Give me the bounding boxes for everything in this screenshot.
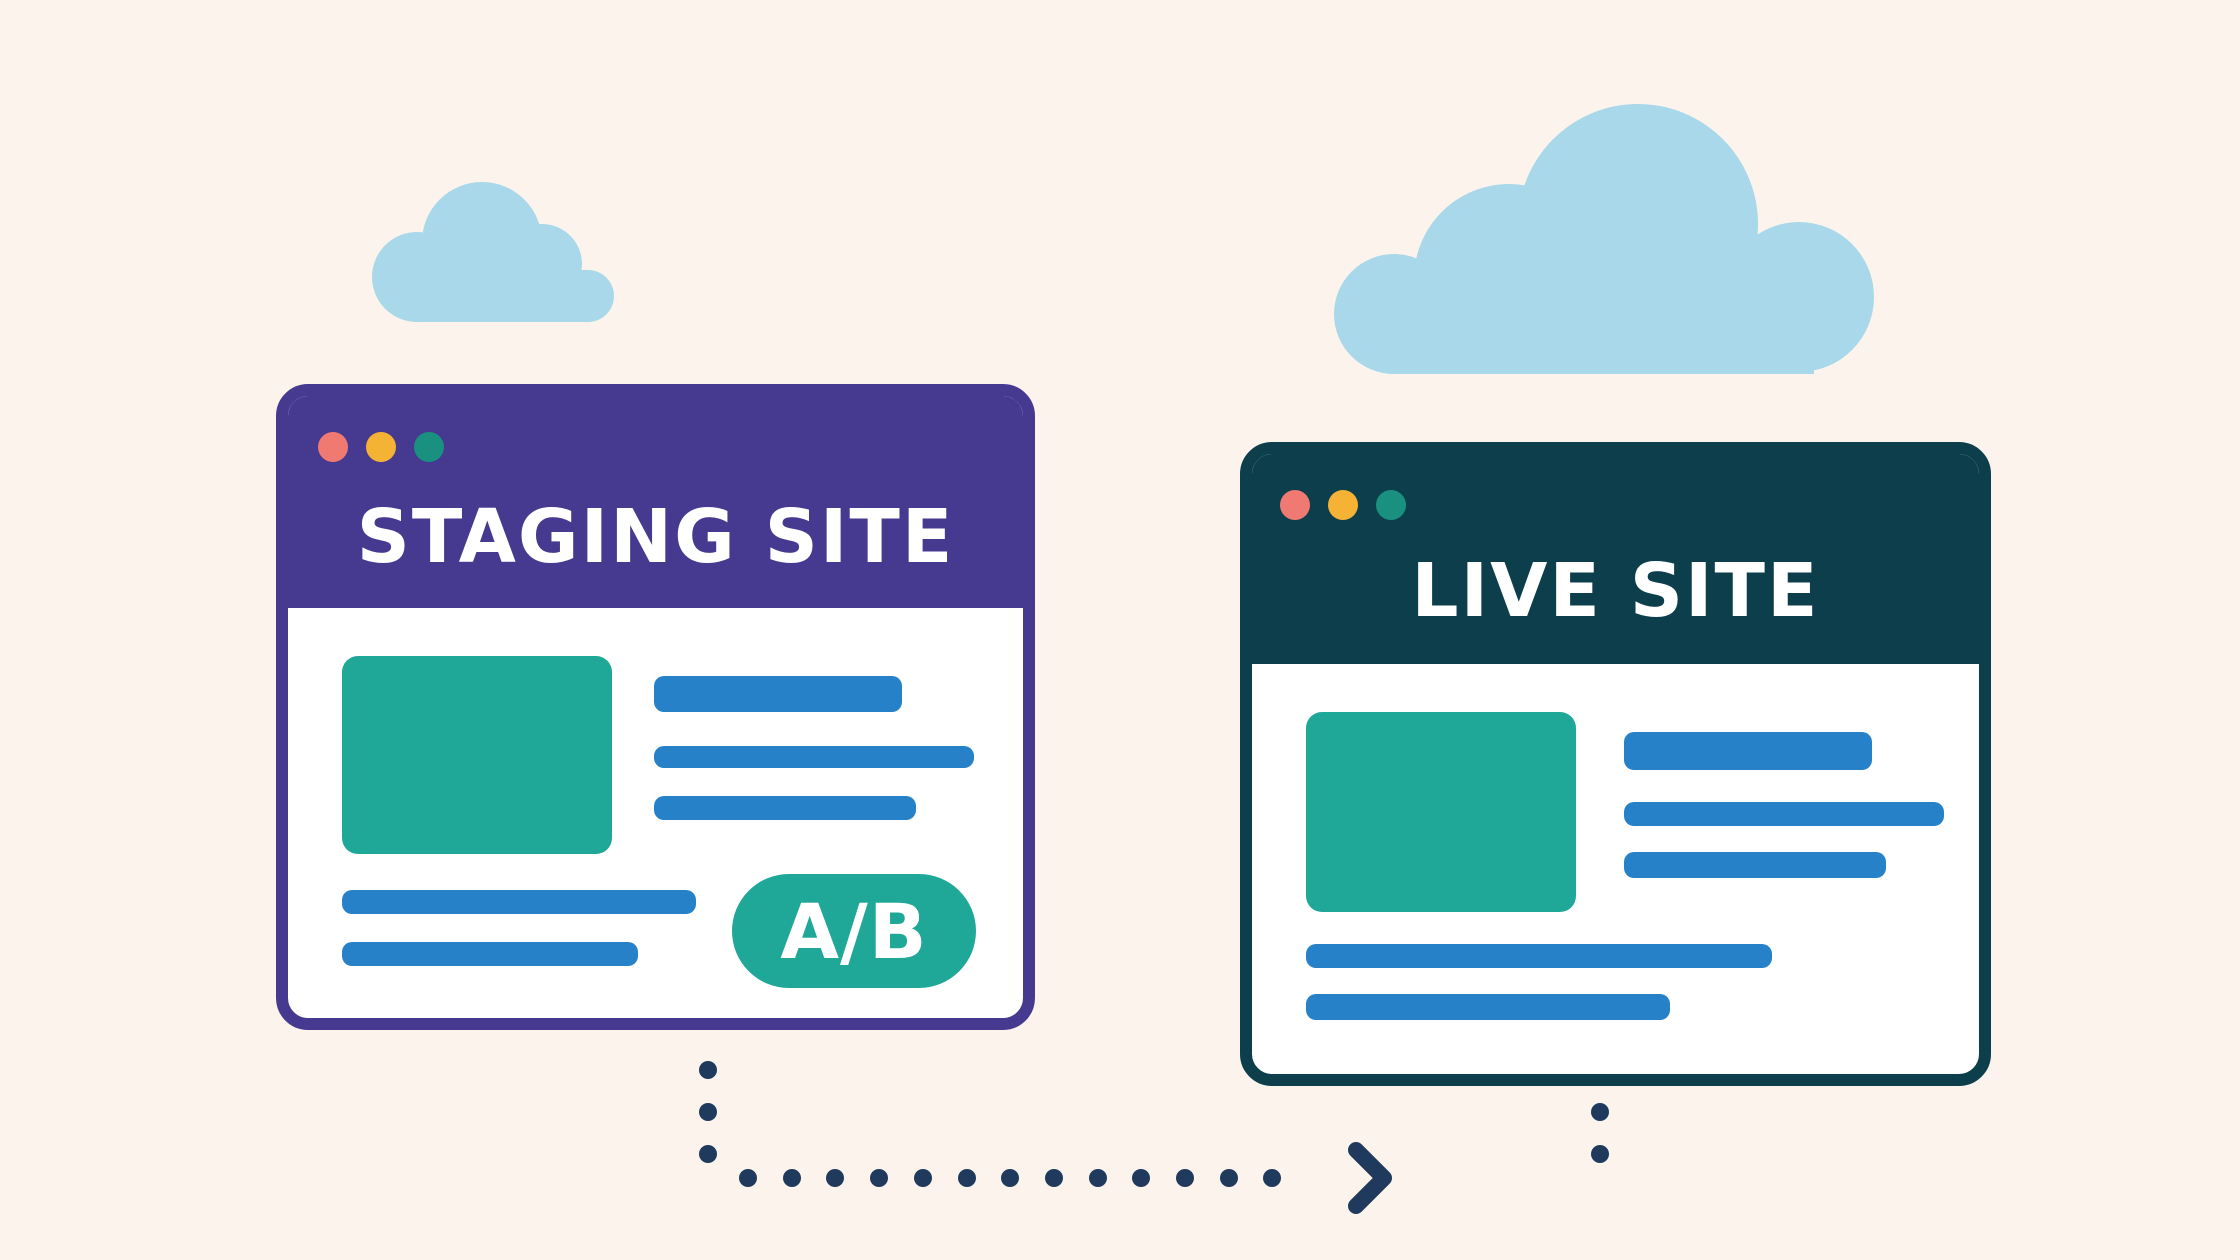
connector-dot xyxy=(783,1169,801,1187)
live-dotted-path xyxy=(1591,1103,1609,1163)
live-site-header: LIVE SITE xyxy=(1252,454,1979,664)
connector-dot xyxy=(914,1169,932,1187)
connector-dot xyxy=(699,1103,717,1121)
staging-site-window: STAGING SITE A/B xyxy=(276,384,1035,1030)
heading-line xyxy=(654,676,902,712)
staging-site-header: STAGING SITE xyxy=(288,396,1023,608)
text-line xyxy=(342,942,638,966)
connector-dot xyxy=(1001,1169,1019,1187)
ab-test-badge: A/B xyxy=(732,874,976,988)
arrow-right-icon xyxy=(1348,1142,1392,1214)
window-dots-icon xyxy=(318,432,444,462)
text-line xyxy=(654,746,974,768)
connector-dot xyxy=(826,1169,844,1187)
window-dots-icon xyxy=(1280,490,1406,520)
connector-dot xyxy=(1591,1145,1609,1163)
connector-dot xyxy=(1176,1169,1194,1187)
live-site-window: LIVE SITE xyxy=(1240,442,1991,1086)
connector-dot xyxy=(1220,1169,1238,1187)
connector-dot xyxy=(1591,1103,1609,1121)
large-cloud-icon xyxy=(1334,104,1874,374)
staging-site-title: STAGING SITE xyxy=(356,494,955,580)
text-line xyxy=(1624,802,1944,826)
heading-line xyxy=(1624,732,1872,770)
connector-dot xyxy=(1089,1169,1107,1187)
text-line xyxy=(1306,944,1772,968)
dotted-path xyxy=(699,1061,1281,1187)
connector-dot xyxy=(1132,1169,1150,1187)
connector-dot xyxy=(958,1169,976,1187)
live-site-title: LIVE SITE xyxy=(1411,548,1820,634)
image-placeholder xyxy=(342,656,612,854)
connector-dot xyxy=(739,1169,757,1187)
connector-dot xyxy=(1045,1169,1063,1187)
small-cloud-icon xyxy=(372,182,628,322)
text-line xyxy=(1306,994,1670,1020)
text-line xyxy=(654,796,916,820)
connector-dot xyxy=(870,1169,888,1187)
connector-dot xyxy=(699,1061,717,1079)
text-line xyxy=(342,890,696,914)
connector-dot xyxy=(699,1145,717,1163)
text-line xyxy=(1624,852,1886,878)
connector-dot xyxy=(1263,1169,1281,1187)
image-placeholder xyxy=(1306,712,1576,912)
